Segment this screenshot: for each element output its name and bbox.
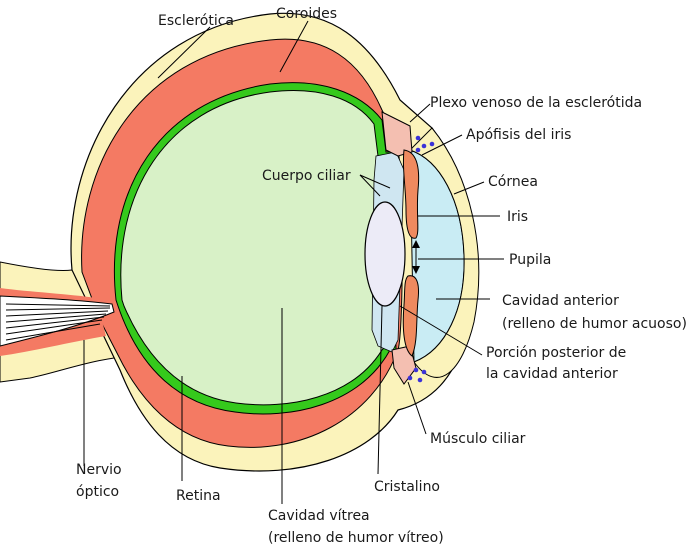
label-venous-plexus: Plexo venoso de la esclerótida [430,95,642,111]
lens [364,201,406,307]
label-cornea: Córnea [488,174,538,190]
venous-plexus-lower [407,367,427,383]
label-vitreous-2: (relleno de humor vítreo) [268,530,444,546]
leader-lines [83,20,504,504]
label-anterior-chamber-2: (relleno de humor acuoso) [502,316,687,332]
label-anterior-chamber-1: Cavidad anterior [502,293,619,309]
venous-plexus-upper [415,135,435,153]
iris-lower [402,275,419,357]
label-posterior-chamber-2: la cavidad anterior [486,366,618,382]
iris-upper [402,149,420,239]
label-pupil: Pupila [509,252,551,268]
label-iris: Iris [507,209,528,225]
label-choroid: Coroides [276,6,337,22]
optic-nerve-fiber-lines [5,303,111,341]
label-vitreous-1: Cavidad vítrea [268,508,370,524]
label-optic-nerve-2: óptico [76,484,119,500]
label-iris-process: Apófisis del iris [466,127,571,143]
label-ciliary-muscle: Músculo ciliar [430,431,526,447]
label-posterior-chamber-1: Porción posterior de [486,345,626,361]
label-lens: Cristalino [374,479,440,495]
label-sclera: Esclerótica [158,13,234,29]
pupil-arrow [412,240,420,274]
label-optic-nerve-1: Nervio [76,462,122,478]
label-retina: Retina [176,488,221,504]
label-ciliary-body: Cuerpo ciliar [262,168,351,184]
